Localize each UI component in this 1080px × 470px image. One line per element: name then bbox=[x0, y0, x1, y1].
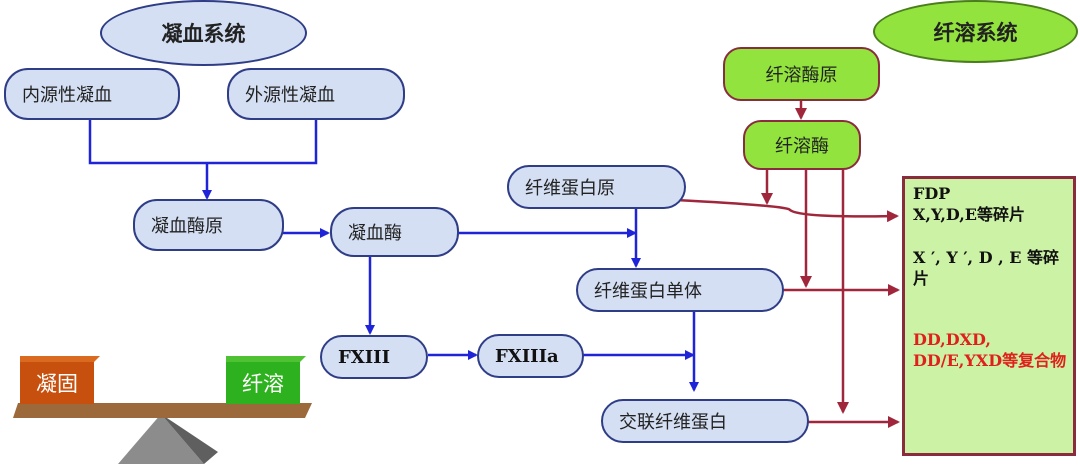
balance-coagulation-block: 凝固 bbox=[20, 362, 94, 404]
balance-fulcrum-shade bbox=[161, 414, 218, 464]
arrow-fibrinogen-fdp bbox=[675, 198, 899, 223]
node-extrinsic: 外源性凝血 bbox=[227, 68, 405, 120]
bracket-intrinsic-extrinsic bbox=[88, 120, 318, 165]
balance-scale bbox=[13, 356, 312, 464]
node-fibrin-monomer: 纤维蛋白单体 bbox=[576, 268, 784, 312]
node-fxiiia: FXIIIa bbox=[477, 334, 584, 378]
coag-system-ellipse: 凝血系统 bbox=[100, 0, 307, 66]
node-thrombin: 凝血酶 bbox=[330, 207, 459, 257]
degradation-products-box: FDP X,Y,D,E等碎片 X ′, Y ′, D , E 等碎片 DD,DX… bbox=[902, 176, 1076, 456]
crosslinked-products: DD,DXD, DD/E,YXD等复合物 bbox=[913, 330, 1067, 370]
fib-system-ellipse: 纤溶系统 bbox=[873, 0, 1078, 63]
node-prothrombin: 凝血酶原 bbox=[133, 199, 284, 251]
monomer-products: X ′, Y ′, D , E 等碎片 bbox=[913, 248, 1060, 288]
balance-fulcrum bbox=[118, 414, 204, 464]
balance-beam bbox=[13, 403, 312, 418]
node-crosslinked-fibrin: 交联纤维蛋白 bbox=[601, 399, 809, 443]
balance-left-top bbox=[20, 356, 100, 362]
fdp-title: FDP bbox=[913, 184, 951, 203]
balance-right-top bbox=[226, 356, 306, 362]
balance-fibrinolysis-block: 纤溶 bbox=[226, 362, 300, 404]
node-fibrinogen: 纤维蛋白原 bbox=[507, 165, 686, 209]
fdp-items: X,Y,D,E等碎片 bbox=[913, 205, 1025, 224]
node-intrinsic: 内源性凝血 bbox=[4, 68, 180, 120]
node-plasminogen: 纤溶酶原 bbox=[723, 47, 880, 101]
node-plasmin: 纤溶酶 bbox=[743, 120, 861, 170]
node-fxiii: FXIII bbox=[320, 335, 428, 379]
